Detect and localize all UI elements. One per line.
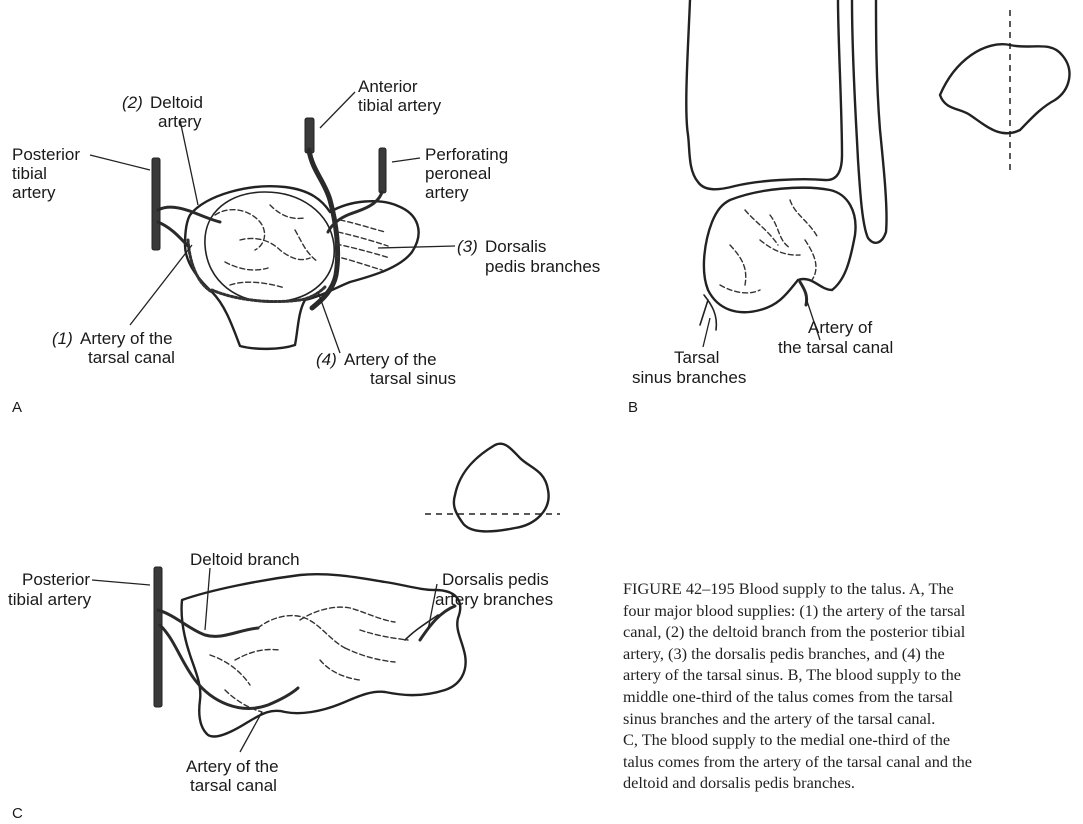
- caption-line: talus comes from the artery of the tarsa…: [623, 751, 1083, 773]
- panel-c-posterior-label-2: tibial artery: [8, 590, 92, 609]
- caption-line: C, The blood supply to the medial one-th…: [623, 729, 1083, 751]
- panel-b-sinus-label-1: Tarsal: [674, 348, 719, 367]
- panel-a-posterior-label-2: tibial: [12, 164, 47, 183]
- panel-b-tibia: [686, 0, 842, 189]
- caption-line: deltoid and dorsalis pedis branches.: [623, 772, 1083, 794]
- panel-a-talus-outline: [185, 186, 419, 349]
- caption-line: artery, (3) the dorsalis pedis branches,…: [623, 643, 1083, 665]
- panel-b-canal-label-2: the tarsal canal: [778, 338, 893, 357]
- panel-c-posterior-label-1: Posterior: [22, 570, 90, 589]
- panel-a-talar-dome: [205, 192, 334, 302]
- caption-line: artery of the tarsal sinus. B, The blood…: [623, 664, 1083, 686]
- panel-a-posterior-label-3: artery: [12, 183, 56, 202]
- panel-a-canal-label-1: Artery of the: [80, 329, 173, 348]
- panel-a-letter: A: [12, 399, 22, 416]
- panel-a-perforating-peroneal-artery: [379, 148, 386, 193]
- panel-b-sinus-label-2: sinus branches: [632, 368, 746, 387]
- panel-a-anterior-label-1: Anterior: [358, 77, 418, 96]
- panel-c-dorsalis-label-2: artery branches: [435, 590, 553, 609]
- panel-a-canal-label-2: tarsal canal: [88, 348, 175, 367]
- panel-a-anterior-tibial-course: [309, 150, 338, 308]
- panel-c-deltoid-label: Deltoid branch: [190, 550, 300, 569]
- panel-b-orientation-inset: [940, 44, 1069, 133]
- panel-a-posterior-label-1: Posterior: [12, 145, 80, 164]
- panel-c-orientation-inset: [454, 444, 549, 532]
- panel-c-talus: [182, 574, 466, 736]
- panel-c-canal-artery: [160, 625, 298, 708]
- panel-a-deltoid-label-1: Deltoid: [150, 93, 203, 112]
- panel-a-sinus-label-1: Artery of the: [344, 350, 437, 369]
- panel-a-sinus-label-2: tarsal sinus: [370, 369, 456, 388]
- figure-caption: FIGURE 42–195 Blood supply to the talus.…: [623, 578, 1083, 794]
- panel-b: Artery of the tarsal canal Tarsal sinus …: [628, 0, 1069, 416]
- caption-line: middle one-third of the talus comes from…: [623, 686, 1083, 708]
- panel-a-dorsalis-number: (3): [457, 237, 478, 256]
- panel-a-dorsalis-label-2: pedis branches: [485, 257, 600, 276]
- panel-a-posterior-tibial-artery: [152, 158, 160, 250]
- panel-b-fibula: [852, 0, 887, 243]
- panel-b-canal-label-1: Artery of: [808, 318, 873, 337]
- panel-c-canal-label-2: tarsal canal: [190, 776, 277, 795]
- panel-a-perforating-label-1: Perforating: [425, 145, 508, 164]
- panel-a: (2) Deltoid artery Anterior tibial arter…: [12, 77, 600, 416]
- panel-c-canal-label-1: Artery of the: [186, 757, 279, 776]
- caption-line: FIGURE 42–195 Blood supply to the talus.…: [623, 578, 1083, 600]
- panel-a-canal-artery: [158, 222, 188, 246]
- panel-a-dorsalis-label-1: Dorsalis: [485, 237, 546, 256]
- panel-b-letter: B: [628, 399, 638, 416]
- panel-c-deltoid-branch: [158, 610, 258, 636]
- panel-a-deltoid-label-2: artery: [158, 112, 202, 131]
- caption-line: four major blood supplies: (1) the arter…: [623, 600, 1083, 622]
- caption-line: sinus branches and the artery of the tar…: [623, 708, 1083, 730]
- panel-c-letter: C: [12, 805, 23, 822]
- panel-a-perforating-label-3: artery: [425, 183, 469, 202]
- panel-a-anterior-label-2: tibial artery: [358, 96, 442, 115]
- panel-a-deltoid-number: (2): [122, 93, 143, 112]
- panel-b-talus: [704, 188, 856, 313]
- panel-c-dorsalis-label-1: Dorsalis pedis: [442, 570, 549, 589]
- panel-a-perforating-label-2: peroneal: [425, 164, 491, 183]
- panel-c-posterior-tibial-artery: [154, 567, 162, 707]
- panel-c: Deltoid branch Posterior tibial artery D…: [8, 444, 560, 822]
- panel-b-canal-artery: [800, 282, 807, 305]
- caption-line: canal, (2) the deltoid branch from the p…: [623, 621, 1083, 643]
- panel-a-sinus-number: (4): [316, 350, 337, 369]
- panel-a-canal-number: (1): [52, 329, 73, 348]
